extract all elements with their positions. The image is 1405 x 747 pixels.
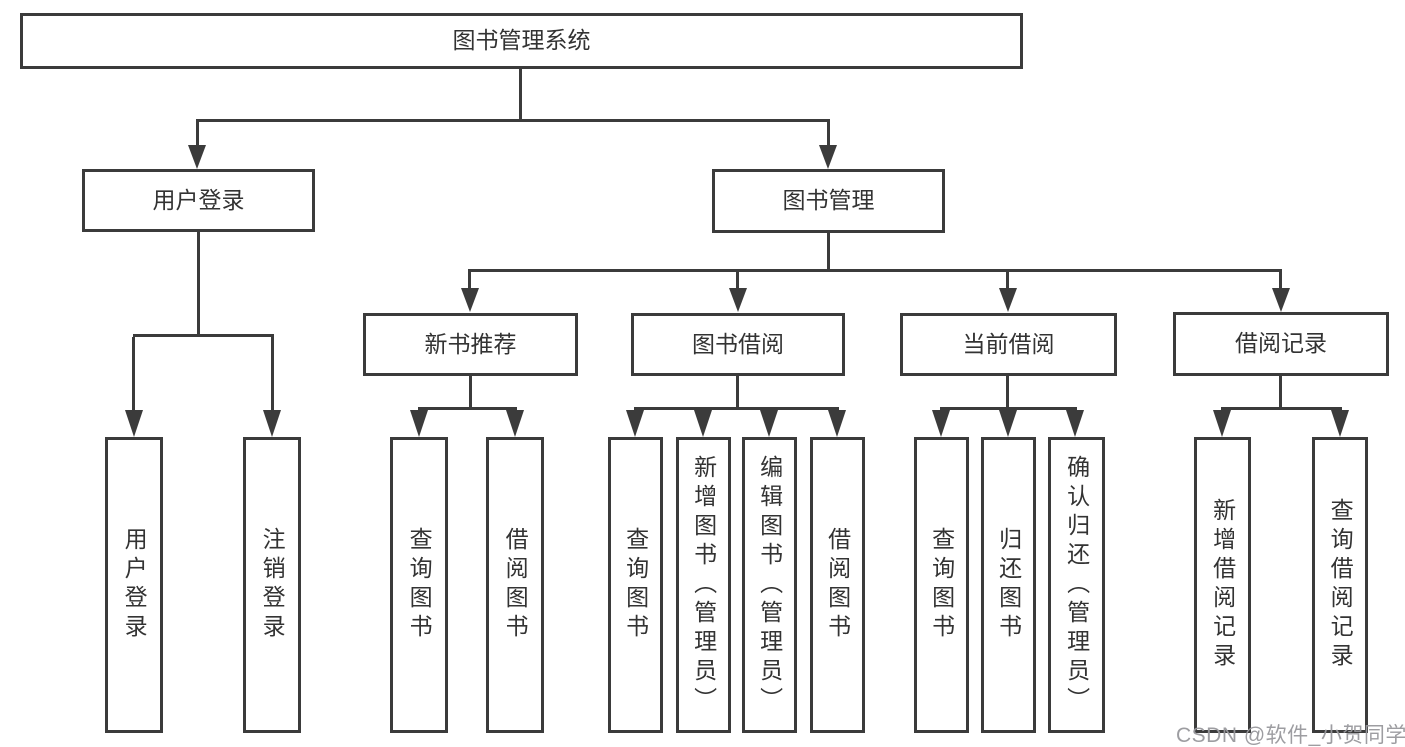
arrow-down-icon bbox=[999, 288, 1017, 312]
leaf-borrow-add-books-label: 新增图书（管理员） bbox=[690, 454, 717, 716]
arrow-down-icon bbox=[999, 410, 1017, 437]
connector-stem-book-borrow bbox=[736, 272, 739, 288]
node-current-borrow: 当前借阅 bbox=[900, 313, 1117, 376]
leaf-user-login-label: 用户登录 bbox=[121, 527, 148, 643]
leaf-newbook-query-books: 查询图书 bbox=[390, 437, 448, 733]
leaf-records-add-record-label: 新增借阅记录 bbox=[1209, 498, 1236, 672]
connector-stem-user-login bbox=[196, 122, 199, 146]
connector-borrow-records-distributor bbox=[1221, 407, 1342, 410]
connector-current-borrow-stub bbox=[1006, 376, 1009, 409]
arrow-down-icon bbox=[626, 410, 644, 437]
node-current-borrow-label: 当前借阅 bbox=[962, 330, 1055, 357]
leaf-records-add-record: 新增借阅记录 bbox=[1194, 437, 1251, 733]
leaf-newbook-borrow-books-label: 借阅图书 bbox=[502, 527, 529, 643]
connector-book-borrow-distributor bbox=[634, 407, 839, 410]
leaf-logout: 注销登录 bbox=[243, 437, 301, 733]
arrow-down-icon bbox=[1066, 410, 1084, 437]
connector-borrow-records-stub bbox=[1279, 376, 1282, 409]
leaf-current-query-books-label: 查询图书 bbox=[928, 527, 955, 643]
connector-stem-borrow-records bbox=[1279, 272, 1282, 288]
arrow-down-icon bbox=[188, 145, 206, 169]
leaf-current-confirm-return: 确认归还（管理员） bbox=[1048, 437, 1105, 733]
arrow-down-icon bbox=[410, 410, 428, 437]
node-book-borrow-label: 图书借阅 bbox=[692, 330, 784, 357]
arrow-down-icon bbox=[828, 410, 846, 437]
leaf-records-query-record-label: 查询借阅记录 bbox=[1327, 498, 1354, 672]
arrow-down-icon bbox=[263, 410, 281, 437]
node-book-management: 图书管理 bbox=[712, 169, 945, 233]
node-book-management-label: 图书管理 bbox=[782, 187, 875, 214]
arrow-down-icon bbox=[694, 410, 712, 437]
node-user-login: 用户登录 bbox=[82, 169, 315, 232]
node-root-label: 图书管理系统 bbox=[452, 27, 591, 54]
arrow-down-icon bbox=[932, 410, 950, 437]
connector-user-login-stub bbox=[197, 232, 200, 337]
connector-level1-distributor bbox=[196, 119, 830, 122]
arrow-down-icon bbox=[760, 410, 778, 437]
leaf-borrow-add-books: 新增图书（管理员） bbox=[676, 437, 731, 733]
leaf-borrow-query-books-label: 查询图书 bbox=[622, 527, 649, 643]
leaf-borrow-edit-books-label: 编辑图书（管理员） bbox=[756, 454, 783, 716]
arrow-down-icon bbox=[1331, 410, 1349, 437]
arrow-down-icon bbox=[1272, 288, 1290, 312]
connector-stem-leaf-login bbox=[132, 337, 135, 410]
arrow-down-icon bbox=[729, 288, 747, 312]
connector-stem-leaf-logout bbox=[271, 337, 274, 410]
leaf-current-query-books: 查询图书 bbox=[914, 437, 969, 733]
connector-new-book-distributor bbox=[418, 407, 517, 410]
leaf-newbook-borrow-books: 借阅图书 bbox=[486, 437, 544, 733]
connector-root-trunk bbox=[519, 69, 522, 122]
leaf-user-login: 用户登录 bbox=[105, 437, 163, 733]
node-borrow-records: 借阅记录 bbox=[1173, 312, 1389, 376]
node-borrow-records-label: 借阅记录 bbox=[1235, 330, 1327, 357]
node-root: 图书管理系统 bbox=[20, 13, 1023, 69]
node-book-borrow: 图书借阅 bbox=[631, 313, 845, 376]
leaf-current-return-books: 归还图书 bbox=[981, 437, 1036, 733]
connector-stem-new-book bbox=[468, 272, 471, 288]
arrow-down-icon bbox=[819, 145, 837, 169]
watermark: CSDN @软件_小贺同学 bbox=[1176, 724, 1405, 747]
connector-user-login-distributor bbox=[133, 334, 274, 337]
node-user-login-label: 用户登录 bbox=[152, 186, 245, 213]
connector-new-book-stub bbox=[469, 376, 472, 409]
connector-stem-book-management bbox=[827, 122, 830, 146]
leaf-borrow-borrow-books-label: 借阅图书 bbox=[824, 527, 851, 643]
arrow-down-icon bbox=[1213, 410, 1231, 437]
connector-stem-current-borrow bbox=[1006, 272, 1009, 288]
leaf-borrow-borrow-books: 借阅图书 bbox=[810, 437, 865, 733]
connector-current-borrow-distributor bbox=[940, 407, 1077, 410]
node-new-book-recommend-label: 新书推荐 bbox=[424, 330, 517, 357]
connector-book-borrow-stub bbox=[736, 376, 739, 409]
connector-book-management-stub bbox=[827, 233, 830, 272]
leaf-current-return-books-label: 归还图书 bbox=[995, 527, 1022, 643]
leaf-logout-label: 注销登录 bbox=[259, 527, 286, 643]
leaf-borrow-query-books: 查询图书 bbox=[608, 437, 663, 733]
arrow-down-icon bbox=[506, 410, 524, 437]
node-new-book-recommend: 新书推荐 bbox=[363, 313, 578, 376]
arrow-down-icon bbox=[461, 288, 479, 312]
connector-level3-distributor bbox=[468, 269, 1282, 272]
leaf-current-confirm-return-label: 确认归还（管理员） bbox=[1063, 454, 1090, 716]
leaf-borrow-edit-books: 编辑图书（管理员） bbox=[742, 437, 797, 733]
leaf-records-query-record: 查询借阅记录 bbox=[1312, 437, 1368, 733]
arrow-down-icon bbox=[125, 410, 143, 437]
leaf-newbook-query-books-label: 查询图书 bbox=[406, 527, 433, 643]
